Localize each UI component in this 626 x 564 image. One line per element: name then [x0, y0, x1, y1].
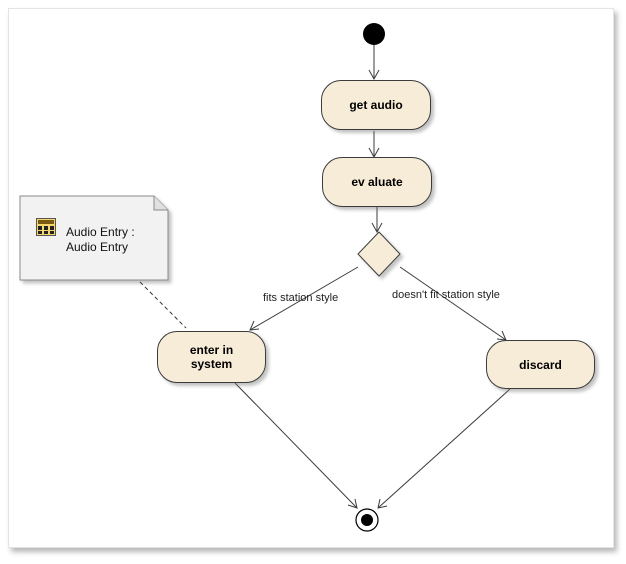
decision-node [357, 231, 401, 277]
note-anchor-line [139, 281, 187, 329]
edge-enter-system-to-final [234, 382, 358, 509]
note-line-2: Audio Entry [66, 240, 129, 254]
arrowhead [249, 320, 260, 331]
guard-doesnt-fit-station-style: doesn't fit station style [392, 289, 500, 301]
note-line-1: Audio Entry : [66, 225, 135, 239]
action-evaluate-label: ev aluate [351, 175, 403, 189]
edge-discard-to-final [377, 388, 511, 509]
guard-fits-station-style: fits station style [263, 292, 339, 304]
edge-decision-to-discard [399, 266, 507, 341]
arrowhead [371, 222, 383, 234]
arrowhead [347, 498, 358, 509]
action-enter-in-system-label-2: system [190, 357, 233, 371]
note-fold [153, 196, 168, 211]
edge-decision-to-enter-system [249, 266, 359, 331]
class-icon [36, 218, 56, 236]
action-discard-label: discard [519, 357, 562, 372]
action-get-audio[interactable]: get audio [321, 80, 431, 130]
final-node-dot [361, 514, 373, 526]
action-enter-in-system[interactable]: enter in system [157, 331, 266, 383]
action-enter-in-system-label-1: enter in [189, 343, 234, 357]
note-shape [19, 195, 169, 281]
arrowhead [368, 69, 380, 81]
action-evaluate[interactable]: ev aluate [322, 157, 432, 207]
initial-node [363, 23, 385, 45]
action-discard[interactable]: discard [486, 340, 595, 389]
arrowhead [377, 498, 388, 509]
action-get-audio-label: get audio [349, 98, 403, 112]
